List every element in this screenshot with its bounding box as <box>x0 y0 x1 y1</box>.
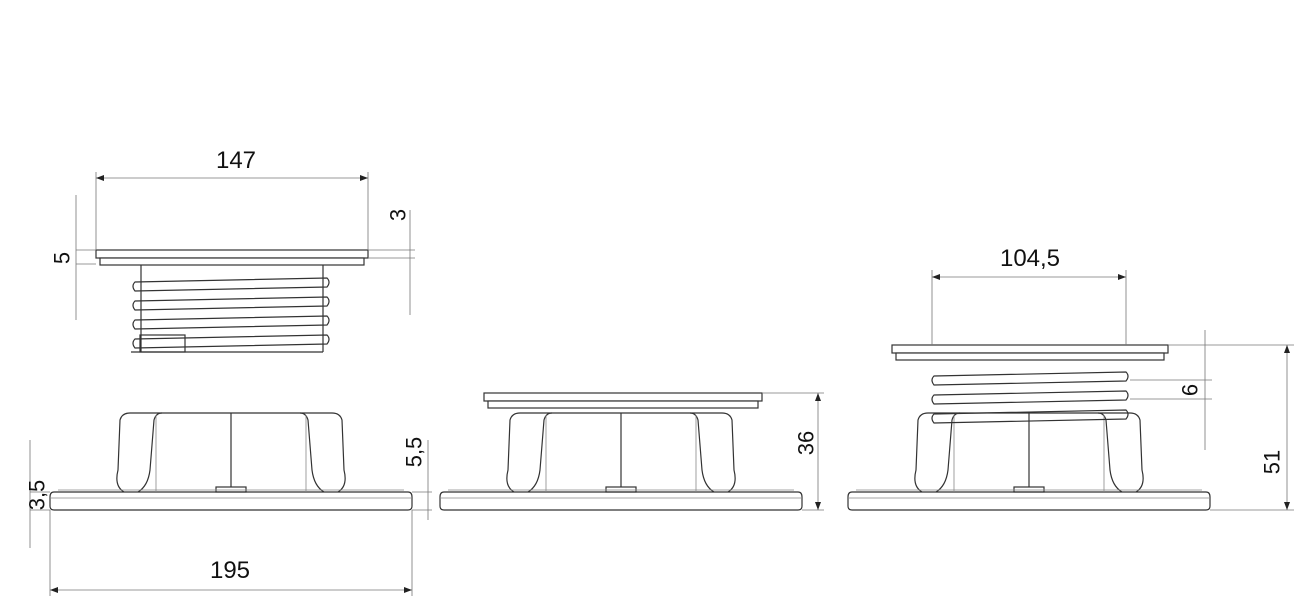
base-plate-group <box>847 412 1211 511</box>
head-plate-bottom <box>99 257 365 266</box>
head-plate-bottom <box>895 352 1165 361</box>
base-plate <box>49 491 413 511</box>
thread-turn <box>931 390 1129 405</box>
head-plate-bottom <box>487 400 759 409</box>
thread-turn <box>132 296 330 311</box>
thread-turn <box>132 334 330 349</box>
dim-base-step: 5,5 <box>402 437 427 468</box>
dim-head-width: 147 <box>216 147 256 174</box>
head-plate-top <box>891 344 1169 354</box>
base-leg-inner-right <box>1097 412 1123 493</box>
base-plate-group <box>439 412 803 511</box>
thread-group <box>931 371 1129 424</box>
thread-turn <box>132 315 330 330</box>
base-leg-inner-right <box>689 412 715 493</box>
base-center-boss <box>1013 486 1045 493</box>
dim-max-height: 51 <box>1260 450 1285 474</box>
dim-base-width: 195 <box>210 557 250 584</box>
thread-turn <box>931 371 1129 386</box>
dim-thread-head-width: 104,5 <box>1000 245 1060 272</box>
pedestal-shapes <box>49 249 1211 511</box>
thread-group <box>132 277 330 349</box>
dimension-lines <box>29 172 1294 596</box>
dim-base-plate-thickness: 3,5 <box>25 480 50 511</box>
base-plate <box>847 491 1211 511</box>
head-plate-group <box>95 249 369 266</box>
thread-turn <box>132 277 330 292</box>
dim-head-plate-thickness: 3 <box>386 209 411 221</box>
base-plate <box>439 491 803 511</box>
dim-head-total-thickness: 5 <box>50 252 75 264</box>
base-leg-inner-left <box>935 412 961 493</box>
base-center-boss <box>215 486 247 493</box>
base-plate-group <box>49 412 413 511</box>
base-leg-inner-left <box>527 412 553 493</box>
head-plate-top <box>95 249 369 259</box>
dim-thread-pitch: 6 <box>1178 384 1203 396</box>
head-plate-group <box>891 344 1169 361</box>
base-center-boss <box>605 486 637 493</box>
head-plate-group <box>483 392 763 409</box>
base-leg-inner-left <box>137 412 163 493</box>
dim-min-height: 36 <box>794 431 819 455</box>
thread-turn <box>931 409 1129 424</box>
head-plate-top <box>483 392 763 402</box>
base-leg-inner-right <box>299 412 325 493</box>
